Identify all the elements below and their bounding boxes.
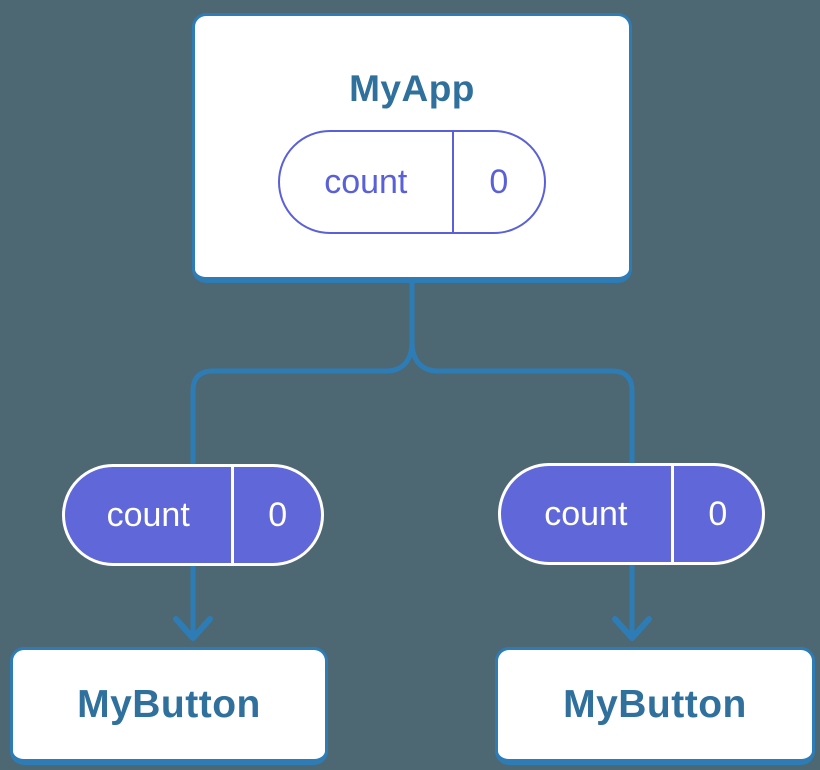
state-pill-myapp: count 0 bbox=[278, 130, 546, 234]
prop-pill-left-value: 0 bbox=[231, 467, 321, 563]
node-myapp: MyApp count 0 bbox=[192, 13, 632, 283]
state-pill-myapp-value: 0 bbox=[451, 132, 544, 232]
prop-pill-right: count 0 bbox=[498, 463, 765, 565]
arrowhead-right-icon bbox=[612, 616, 652, 641]
prop-pill-right-name: count bbox=[544, 494, 628, 533]
prop-pill-left: count 0 bbox=[62, 464, 324, 566]
node-mybutton-left: MyButton bbox=[10, 647, 328, 765]
node-mybutton-right-title: MyButton bbox=[563, 682, 747, 726]
prop-pill-right-value: 0 bbox=[670, 466, 762, 562]
branch-line-left bbox=[190, 283, 415, 633]
node-myapp-title: MyApp bbox=[349, 68, 475, 109]
prop-pill-left-name: count bbox=[106, 495, 190, 534]
node-mybutton-left-title: MyButton bbox=[77, 682, 261, 726]
node-mybutton-right: MyButton bbox=[495, 647, 815, 765]
arrowhead-left-icon bbox=[173, 616, 213, 641]
state-pill-myapp-name: count bbox=[324, 162, 408, 201]
branch-line-right bbox=[409, 283, 635, 633]
